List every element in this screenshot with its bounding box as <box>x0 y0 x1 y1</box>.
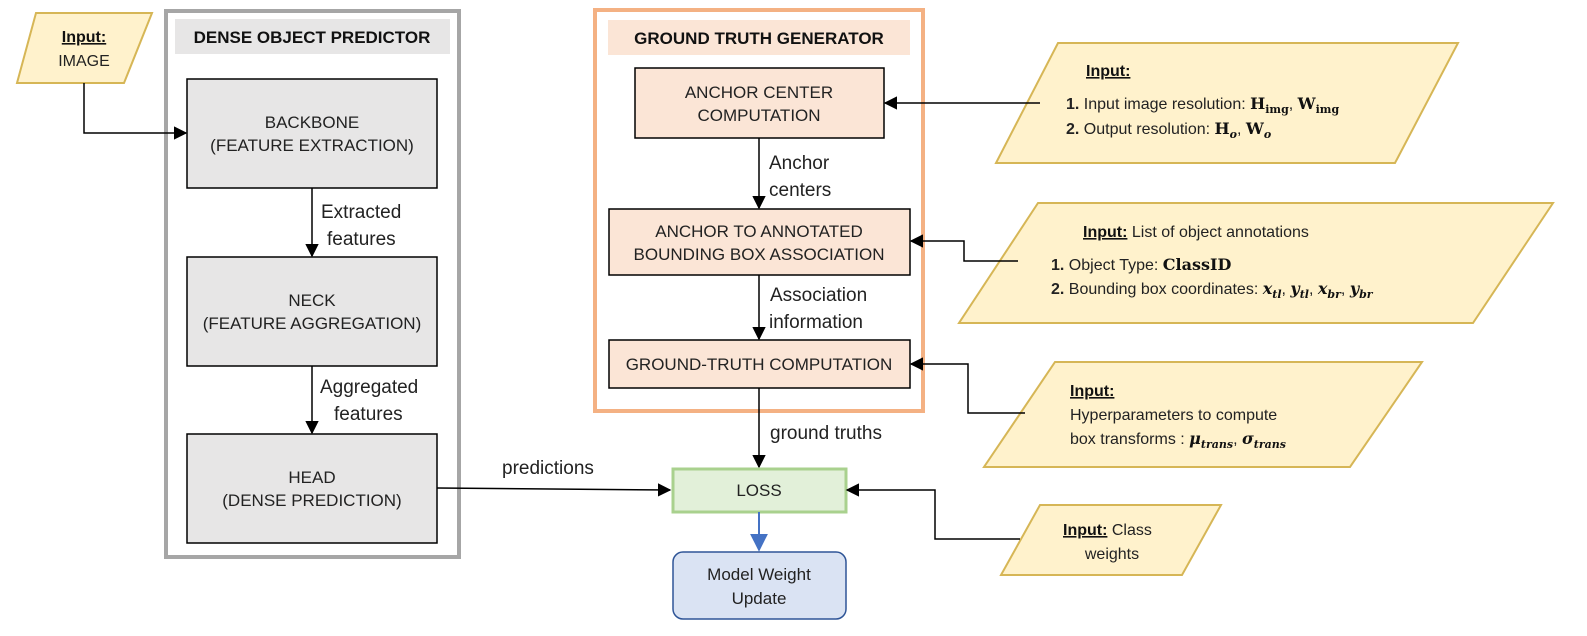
loss-group: ground truths predictions LOSS Model Wei… <box>436 388 882 620</box>
input-annotations-item2: 2. Bounding box coordinates: xtl, ytl, x… <box>1051 279 1374 301</box>
update-label-line1: Model Weight <box>707 565 811 584</box>
head-label-line1: HEAD <box>288 468 335 487</box>
association-line1: ANCHOR TO ANNOTATED <box>655 222 863 241</box>
ground-truth-generator-group: GROUND TRUTH GENERATOR ANCHOR CENTER COM… <box>593 8 925 413</box>
edge-label-aggregated-line2: features <box>334 404 403 425</box>
input-image-shape <box>15 12 154 84</box>
input-hyperparameters-heading: Input: <box>1070 383 1114 400</box>
input-hyperparameters-line2: box transforms : μtrans, σtrans <box>1070 429 1286 451</box>
neck-label-line2: (FEATURE AGGREGATION) <box>203 314 422 333</box>
update-label-line2: Update <box>732 589 787 608</box>
gt-computation-box <box>608 339 911 389</box>
input-resolution-item2: 2. Output resolution: Ho, Wo <box>1066 119 1271 141</box>
arrow-annotations-to-association <box>909 234 1018 262</box>
arrow-head-to-loss <box>436 483 672 497</box>
input-annotations-shape <box>957 202 1555 324</box>
input-image-text: IMAGE <box>58 53 110 70</box>
anchor-center-box <box>634 67 885 139</box>
dense-object-predictor-group: DENSE OBJECT PREDICTOR BACKBONE (FEATURE… <box>164 9 461 559</box>
input-resolution-shape <box>994 42 1460 164</box>
input-image-heading: Input: <box>62 29 106 46</box>
input-annotations-group: Input: List of object annotations 1. Obj… <box>909 202 1555 324</box>
backbone-label-line1: BACKBONE <box>265 113 359 132</box>
input-class-weights-group: Input: Class weights <box>845 483 1223 576</box>
edge-label-aggregated-line1: Aggregated <box>320 377 418 398</box>
association-line2: BOUNDING BOX ASSOCIATION <box>634 245 885 264</box>
input-resolution-group: Input: 1. Input image resolution: Himg, … <box>883 42 1460 164</box>
edge-label-predictions: predictions <box>502 458 594 479</box>
generator-title-bar <box>608 20 910 55</box>
anchor-center-line1: ANCHOR CENTER <box>685 83 833 102</box>
neck-label-line1: NECK <box>288 291 336 310</box>
predictor-title-bar <box>175 19 450 54</box>
head-label-line2: (DENSE PREDICTION) <box>222 491 401 510</box>
arrow-hyperparameters-to-gt <box>909 357 1025 414</box>
edge-label-extracted-line1: Extracted <box>321 202 401 223</box>
input-hyperparameters-shape <box>982 361 1424 468</box>
input-class-weights-shape <box>999 504 1223 576</box>
predictor-title: DENSE OBJECT PREDICTOR <box>194 28 431 47</box>
generator-title: GROUND TRUTH GENERATOR <box>634 29 884 48</box>
anchor-center-line2: COMPUTATION <box>697 106 820 125</box>
input-resolution-heading: Input: <box>1086 63 1130 80</box>
edge-label-anchor-line2: centers <box>769 180 831 201</box>
edge-label-anchor-line1: Anchor <box>769 153 830 174</box>
model-weight-update-box <box>672 551 847 620</box>
edge-label-association-line1: Association <box>770 285 867 306</box>
input-image-group: Input: IMAGE <box>15 12 188 140</box>
backbone-label-line2: (FEATURE EXTRACTION) <box>210 136 414 155</box>
neck-box <box>186 256 438 367</box>
gt-computation-label: GROUND-TRUTH COMPUTATION <box>626 355 893 374</box>
edge-label-association-line2: information <box>769 312 863 333</box>
input-class-weights-heading: Input: Class <box>1063 522 1152 539</box>
head-box <box>186 433 438 544</box>
arrow-image-to-backbone <box>83 83 188 140</box>
backbone-box <box>186 78 438 189</box>
predictor-container <box>164 9 461 559</box>
input-annotations-item1: 1. Object Type: ClassID <box>1051 255 1231 274</box>
loss-label: LOSS <box>736 481 781 500</box>
input-class-weights-line2: weights <box>1084 546 1139 563</box>
input-hyperparameters-group: Input: Hyperparameters to compute box tr… <box>909 357 1424 468</box>
edge-label-extracted-line2: features <box>327 229 396 250</box>
input-annotations-heading: Input: List of object annotations <box>1083 224 1309 241</box>
edge-label-ground-truths: ground truths <box>770 423 882 444</box>
input-hyperparameters-line1: Hyperparameters to compute <box>1070 407 1277 424</box>
association-box <box>608 208 911 276</box>
arrow-class-weights-to-loss <box>845 483 1020 540</box>
input-resolution-item1: 1. Input image resolution: Himg, Wimg <box>1066 94 1339 116</box>
